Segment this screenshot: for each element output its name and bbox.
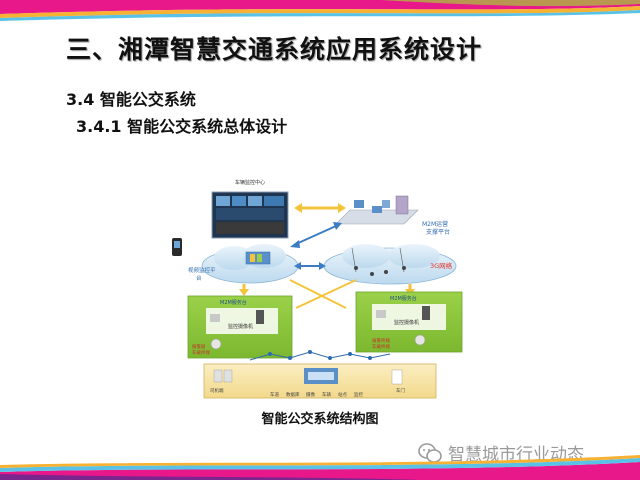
m2m-platform-label-2: 支撑平台 xyxy=(426,228,450,236)
3g-network-label: 3G网络 xyxy=(430,261,453,270)
right-module-title: M2M服务台 xyxy=(390,295,417,302)
left-module-title: M2M服务台 xyxy=(220,299,247,306)
left-module-alarm-2: 车载终端 xyxy=(192,349,210,356)
bus-label-1: 数据库 xyxy=(286,391,300,398)
wechat-icon xyxy=(418,442,442,463)
m2m-platform-server-icon xyxy=(335,195,419,225)
bus-right-label: 车门 xyxy=(396,387,405,394)
top-decorative-stripe xyxy=(0,0,640,24)
video-platform-cloud xyxy=(201,244,299,284)
left-m2m-module xyxy=(187,295,293,359)
video-platform-label-1: 视频监控平 xyxy=(188,266,216,274)
video-platform-label-2: 台 xyxy=(196,274,202,282)
link-arrow-video-platform xyxy=(290,222,342,248)
slide-title: 三、湘潭智慧交通系统应用系统设计 xyxy=(66,35,483,64)
monitor-center-image xyxy=(211,191,289,239)
right-module-device: 监控摄像机 xyxy=(394,319,419,326)
bottom-decorative-stripe xyxy=(0,455,640,480)
link-arrow-video-3g xyxy=(294,262,326,270)
section-heading: 3.4 智能公交系统 xyxy=(66,90,196,109)
bus-label-5: 监控 xyxy=(354,391,363,398)
m2m-platform-label-1: M2M运营 xyxy=(422,220,448,228)
left-module-alarm-1: 报警器 xyxy=(192,343,206,350)
bus-vehicle-layer xyxy=(203,363,437,399)
left-module-device: 监控摄像机 xyxy=(228,323,253,330)
bus-network-links xyxy=(249,350,391,361)
bus-label-2: 摄像 xyxy=(306,391,315,398)
diagram-caption: 智能公交系统结构图 xyxy=(261,412,379,427)
bus-left-label: 司机端 xyxy=(210,387,224,394)
bus-label-0: 车道 xyxy=(270,391,279,398)
bus-label-3: 车辆 xyxy=(322,391,331,398)
right-module-alarm-1: 报警终端 xyxy=(372,337,390,344)
subsection-heading: 3.4.1 智能公交系统总体设计 xyxy=(76,117,288,136)
monitor-center-label: 车辆监控中心 xyxy=(235,179,265,186)
right-module-alarm-2: 车载终端 xyxy=(372,343,390,350)
3g-network-cloud xyxy=(323,244,457,285)
link-arrow-center-platform xyxy=(294,203,346,213)
right-m2m-module xyxy=(355,291,463,353)
bus-label-4: 站点 xyxy=(338,391,347,398)
system-architecture-diagram: 车辆监控中心 M2M运营 支撑平台 视频监控平 台 xyxy=(172,179,463,399)
mobile-phone-icon xyxy=(172,238,182,256)
